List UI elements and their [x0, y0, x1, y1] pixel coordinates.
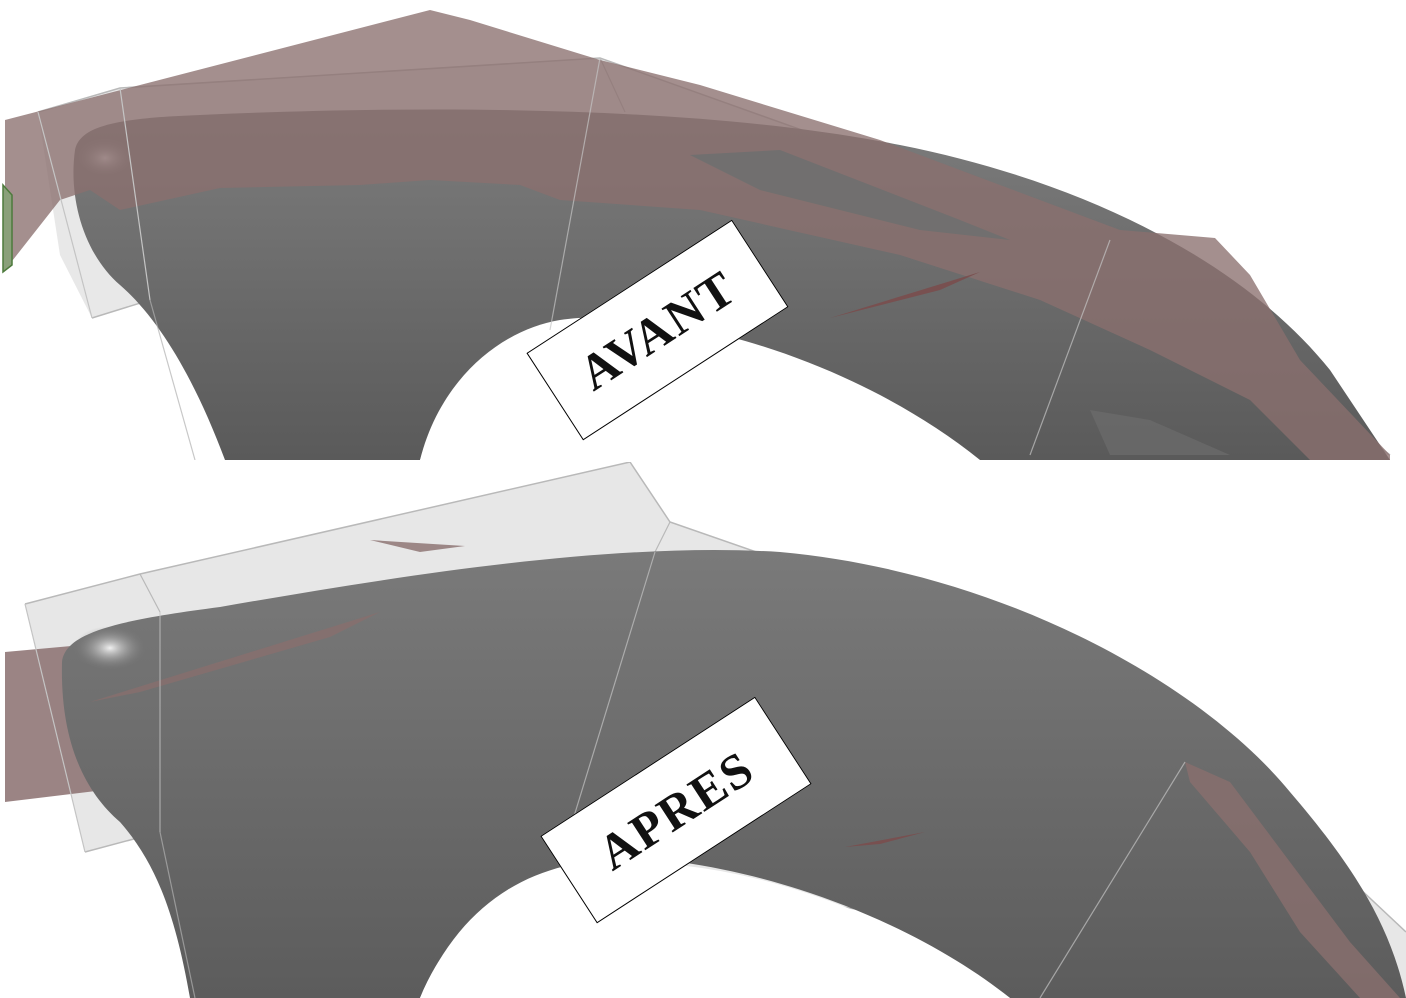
before-render — [2, 10, 1391, 460]
after-view: APRES — [0, 462, 1406, 998]
before-view: AVANT — [0, 0, 1406, 460]
deviation-overlay — [5, 10, 1390, 460]
